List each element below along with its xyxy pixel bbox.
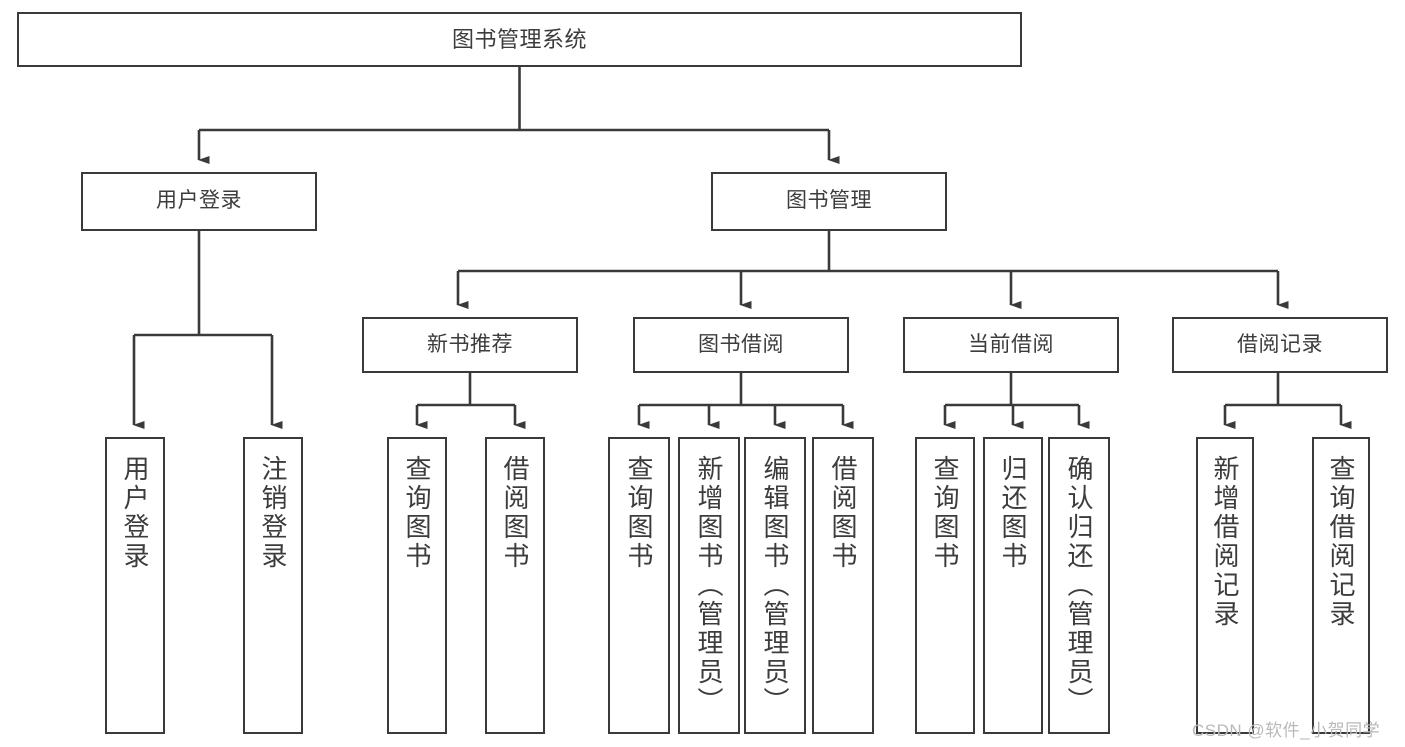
leaf-borrow-book[interactable]: 借阅图书 (812, 437, 874, 734)
node-borrow-records-label: 借阅记录 (1237, 332, 1323, 356)
leaf-borrow-book-label: 借阅图书 (828, 455, 858, 571)
leaf-return-book[interactable]: 归还图书 (983, 437, 1043, 734)
leaf-query-borrow-record-label: 查询借阅记录 (1326, 455, 1356, 629)
node-current-borrow-label: 当前借阅 (968, 332, 1054, 356)
node-current-borrow[interactable]: 当前借阅 (903, 317, 1119, 373)
node-root[interactable]: 图书管理系统 (17, 12, 1022, 67)
leaf-query-book-newbook[interactable]: 查询图书 (387, 437, 447, 734)
leaf-borrow-book-newbook-label: 借阅图书 (500, 455, 530, 571)
leaf-user-login[interactable]: 用户登录 (105, 437, 165, 734)
leaf-add-borrow-record-label: 新增借阅记录 (1210, 455, 1240, 629)
node-user-login[interactable]: 用户登录 (81, 172, 317, 231)
leaf-logout-label: 注销登录 (258, 455, 288, 571)
leaf-edit-book-admin[interactable]: 编辑图书（管理员） (744, 437, 806, 734)
leaf-edit-book-admin-label: 编辑图书（管理员） (760, 455, 790, 716)
leaf-query-book-borrow[interactable]: 查询图书 (608, 437, 670, 734)
node-book-management-label: 图书管理 (786, 189, 872, 213)
leaf-query-borrow-record[interactable]: 查询借阅记录 (1312, 437, 1370, 734)
node-book-borrow-label: 图书借阅 (698, 332, 784, 356)
leaf-add-book-admin-label: 新增图书（管理员） (694, 455, 724, 716)
leaf-confirm-return-admin[interactable]: 确认归还（管理员） (1048, 437, 1110, 734)
leaf-return-book-label: 归还图书 (998, 455, 1028, 571)
leaf-user-login-label: 用户登录 (120, 455, 150, 571)
leaf-add-book-admin[interactable]: 新增图书（管理员） (678, 437, 740, 734)
leaf-query-book-borrow-label: 查询图书 (624, 455, 654, 571)
node-book-management[interactable]: 图书管理 (711, 172, 947, 231)
leaf-confirm-return-admin-label: 确认归还（管理员） (1064, 455, 1094, 716)
leaf-add-borrow-record[interactable]: 新增借阅记录 (1196, 437, 1254, 734)
leaf-logout[interactable]: 注销登录 (243, 437, 303, 734)
node-new-book-recommend[interactable]: 新书推荐 (362, 317, 578, 373)
leaf-query-book-current[interactable]: 查询图书 (915, 437, 975, 734)
leaf-query-book-newbook-label: 查询图书 (402, 455, 432, 571)
node-borrow-records[interactable]: 借阅记录 (1172, 317, 1388, 373)
node-new-book-recommend-label: 新书推荐 (427, 332, 513, 356)
csdn-watermark: CSDN @软件_小贺同学 (1192, 721, 1381, 740)
leaf-borrow-book-newbook[interactable]: 借阅图书 (485, 437, 545, 734)
leaf-query-book-current-label: 查询图书 (930, 455, 960, 571)
node-book-borrow[interactable]: 图书借阅 (633, 317, 849, 373)
node-user-login-label: 用户登录 (156, 189, 242, 213)
node-root-label: 图书管理系统 (451, 26, 587, 52)
